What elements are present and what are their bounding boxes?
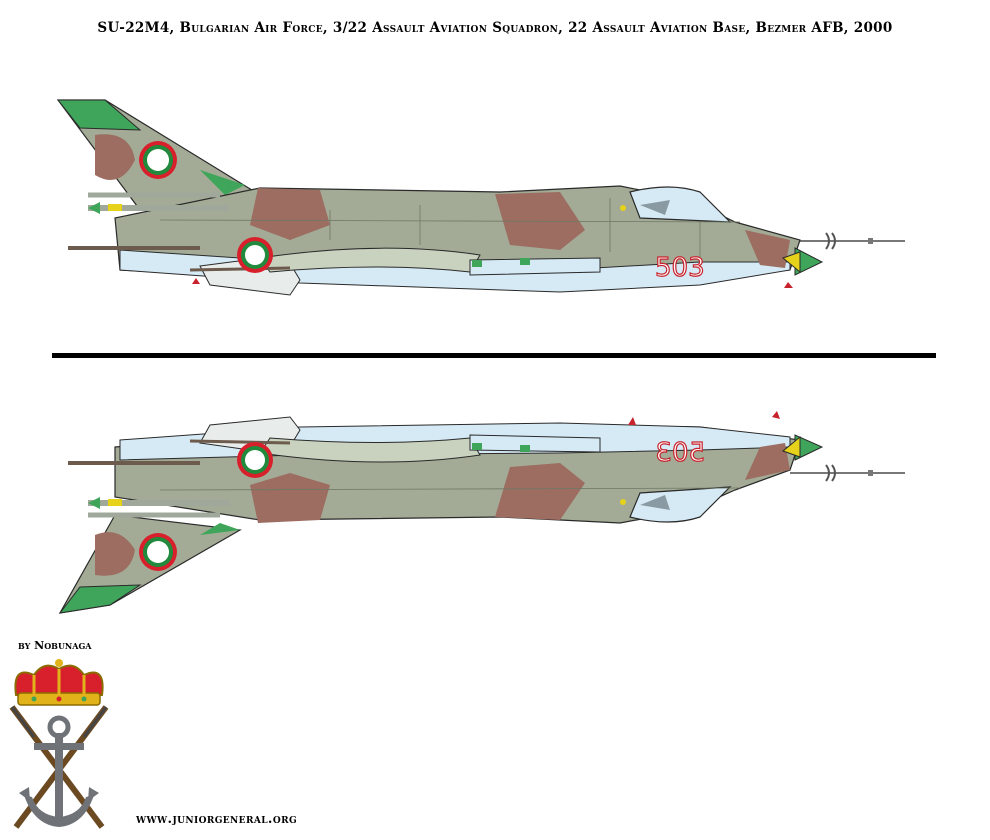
tail-number-mirrored: 503: [655, 438, 705, 468]
canopy: [629, 186, 732, 223]
aircraft-profile-right: 503: [0, 355, 990, 685]
su22-left-drawing: 503: [56, 99, 905, 296]
author-credit: by Nobunaga: [18, 639, 92, 652]
fin-camo-brown: [95, 134, 135, 180]
tail-number: 503: [655, 253, 705, 283]
section-divider: [52, 353, 936, 358]
roundel-fin: [139, 141, 177, 179]
page-title: SU-22M4, Bulgarian Air Force, 3/22 Assau…: [97, 20, 893, 36]
su22-right-drawing: 503: [58, 411, 905, 614]
roundel-fuselage: [237, 237, 273, 273]
crest-icon: [9, 659, 109, 829]
fin-tip-green: [56, 99, 142, 131]
website-link[interactable]: www.juniorgeneral.org: [136, 812, 298, 827]
crown-anchor-crossed-rifles-emblem: [4, 655, 114, 835]
aircraft-profile-left: 503: [0, 0, 990, 330]
missile-pylon: [469, 257, 601, 276]
